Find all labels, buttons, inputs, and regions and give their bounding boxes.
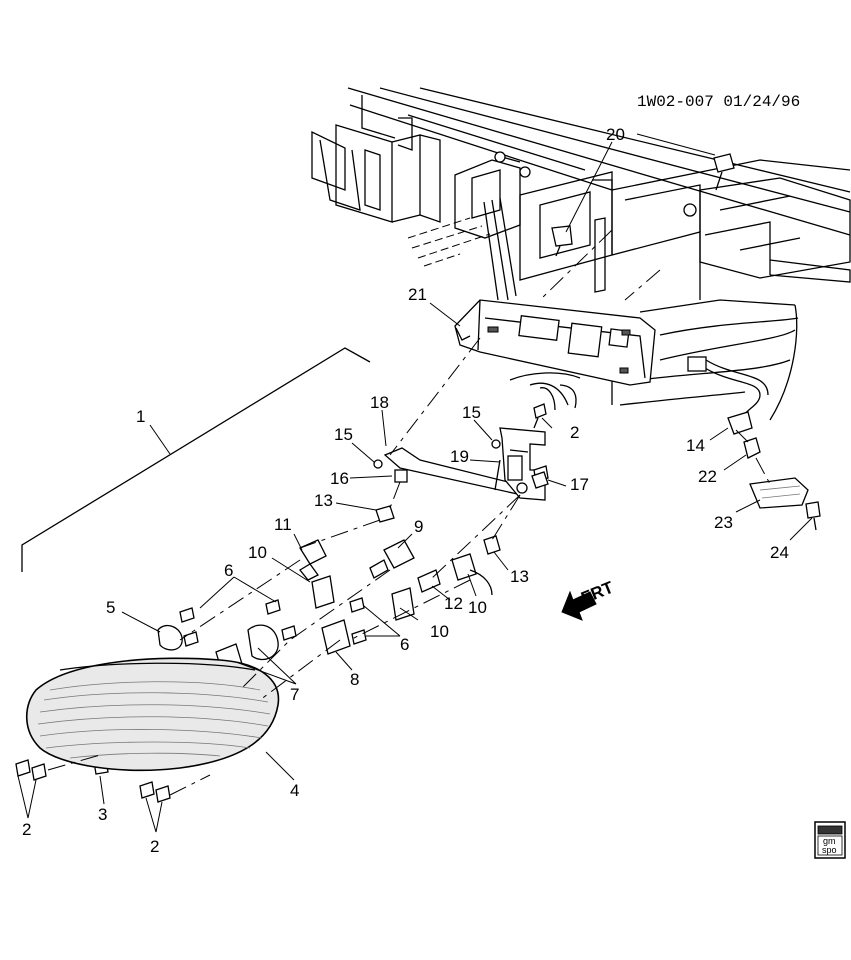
leader-lines — [17, 133, 813, 833]
callout-5: 5 — [106, 598, 115, 617]
badge-line-1: gm — [823, 836, 836, 846]
callout-21: 21 — [408, 285, 427, 304]
gm-spo-badge: gm spo — [814, 821, 846, 859]
small-fasteners — [373, 153, 821, 555]
callout-13-lower: 13 — [510, 567, 529, 586]
callout-6-lower: 6 — [400, 635, 409, 654]
callout-labels: 1 2 2 2 2 3 4 5 6 6 7 8 9 10 10 10 11 12… — [22, 125, 789, 856]
bulbs-and-sockets — [15, 539, 493, 803]
callout-1: 1 — [136, 407, 145, 426]
wiring — [509, 372, 581, 411]
callout-2-center: 2 — [150, 837, 159, 856]
assembly-bracket — [21, 347, 371, 572]
callout-3: 3 — [98, 805, 107, 824]
callout-17: 17 — [570, 475, 589, 494]
callout-23: 23 — [714, 513, 733, 532]
callout-9: 9 — [414, 517, 423, 536]
callout-20: 20 — [606, 125, 625, 144]
callout-6-upper: 6 — [224, 561, 233, 580]
callout-16: 16 — [330, 469, 349, 488]
headlamp-lens — [26, 657, 280, 772]
callout-13-upper: 13 — [314, 491, 333, 510]
vehicle-front-structure — [311, 87, 851, 421]
alignment-lines — [47, 229, 771, 796]
callout-4: 4 — [290, 781, 299, 800]
callout-18: 18 — [370, 393, 389, 412]
headlamp-mounting-panel — [454, 299, 656, 386]
callout-12: 12 — [444, 594, 463, 613]
callout-10-center: 10 — [430, 622, 449, 641]
badge-line-2: spo — [822, 845, 837, 855]
callout-7: 7 — [290, 685, 299, 704]
callout-10-left: 10 — [248, 543, 267, 562]
callout-24: 24 — [770, 543, 789, 562]
callout-8: 8 — [350, 670, 359, 689]
drawing-code: 1W02-007 01/24/96 — [637, 93, 800, 111]
front-arrow-icon — [561, 590, 597, 621]
callout-22: 22 — [698, 467, 717, 486]
front-label: FRT — [578, 577, 616, 607]
callout-10-right: 10 — [468, 598, 487, 617]
callout-19: 19 — [450, 447, 469, 466]
callout-11: 11 — [274, 515, 292, 534]
callout-14: 14 — [686, 436, 705, 455]
callout-15-left: 15 — [334, 425, 353, 444]
callout-2-bracket: 2 — [570, 423, 579, 442]
front-direction-indicator: FRT — [561, 577, 617, 621]
callout-2-left: 2 — [22, 820, 31, 839]
callout-15-right: 15 — [462, 403, 481, 422]
